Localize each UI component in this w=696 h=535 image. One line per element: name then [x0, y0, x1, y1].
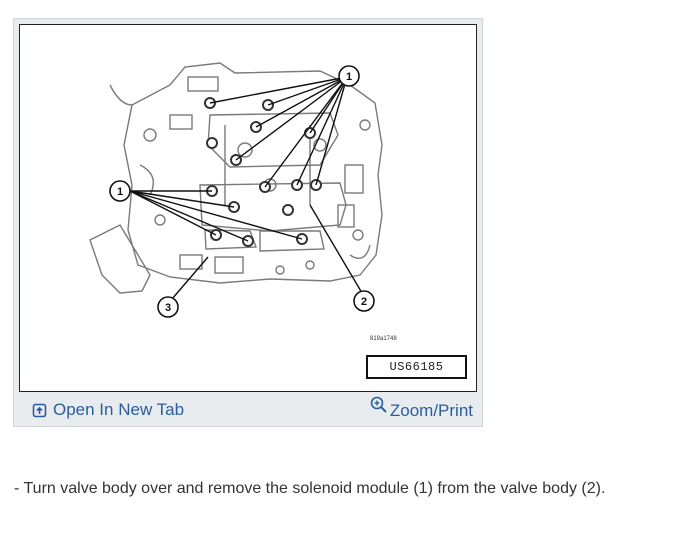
zoom-print-label: Zoom/Print: [389, 401, 473, 420]
zoom-in-icon: [370, 396, 388, 414]
open-in-new-tab-label: Open In New Tab: [53, 400, 185, 419]
valve-body-illustration: 1 1 2 3: [89, 62, 383, 318]
open-tab-icon: [32, 403, 47, 418]
figure-toolbar: Open In New Tab Zoom/Print: [19, 393, 477, 423]
callout-1-top-label: 1: [346, 71, 352, 83]
valve-body-diagram[interactable]: 1 1 2 3 819a1748 US66185: [19, 24, 477, 392]
zoom-print-link[interactable]: Zoom/Print: [370, 396, 473, 421]
callout-2: [353, 290, 375, 312]
callout-1-left-label: 1: [117, 186, 123, 198]
callout-1-top: [338, 65, 360, 87]
figure-id: 819a1748: [370, 336, 397, 342]
open-in-new-tab-link[interactable]: Open In New Tab: [32, 400, 184, 420]
figure-card: 1 1 2 3 819a1748 US66185 Open In New Tab: [13, 18, 483, 427]
callout-3: [157, 296, 179, 318]
callout-3-label: 3: [165, 302, 171, 314]
instruction-step: - Turn valve body over and remove the so…: [14, 480, 606, 497]
reference-code: US66185: [366, 355, 467, 379]
callout-2-label: 2: [361, 296, 367, 308]
callout-1-left: [109, 180, 131, 202]
